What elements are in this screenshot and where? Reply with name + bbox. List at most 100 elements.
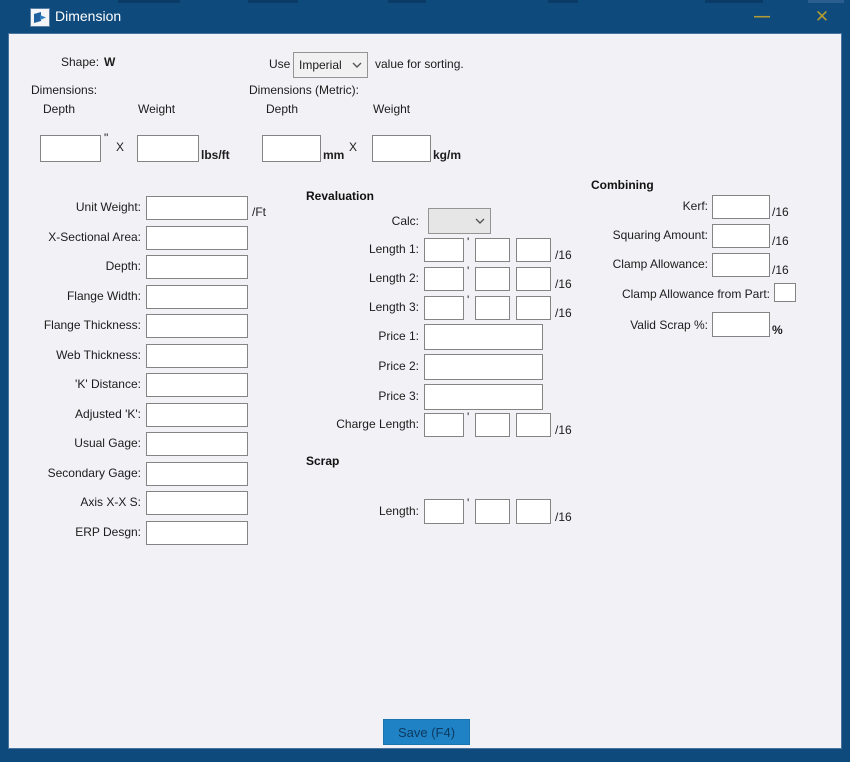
scrap-length-sixteenths-input[interactable]	[516, 499, 551, 524]
background-window-artifact	[118, 0, 180, 3]
dimensions-metric-label: Dimensions (Metric):	[249, 83, 360, 97]
imperial-depth-header: Depth	[43, 102, 76, 116]
metric-depth-header: Depth	[266, 102, 299, 116]
window-title: Dimension	[55, 8, 122, 24]
shape-value: W	[104, 55, 116, 69]
sorting-suffix-label: value for sorting.	[375, 57, 464, 71]
length3-label: Length 3:	[368, 300, 419, 314]
shape-label: Shape:	[61, 55, 100, 69]
length1-label: Length 1:	[368, 242, 419, 256]
length2-feet-input[interactable]	[424, 267, 464, 291]
length2-inches-input[interactable]	[475, 267, 510, 291]
k-distance-input[interactable]	[146, 373, 248, 397]
feet-mark: '	[467, 496, 470, 510]
dialog-content: Shape: W Use Imperial value for sorting.…	[8, 33, 842, 749]
charge-length-sixteenths-input[interactable]	[516, 413, 551, 437]
save-button[interactable]: Save (F4)	[383, 719, 470, 745]
sixteenth-suffix: /16	[555, 423, 572, 437]
calc-label: Calc:	[391, 214, 419, 228]
scrap-section-title: Scrap	[306, 454, 340, 468]
price1-label: Price 1:	[378, 329, 419, 343]
secondary-gage-input[interactable]	[146, 462, 248, 486]
x-sectional-area-input[interactable]	[146, 226, 248, 250]
sixteenth-suffix: /16	[555, 248, 572, 262]
sixteenth-suffix: /16	[555, 306, 572, 320]
scrap-length-feet-input[interactable]	[424, 499, 464, 524]
x-separator-metric: X	[349, 140, 358, 154]
calc-dropdown[interactable]	[428, 208, 491, 234]
price3-label: Price 3:	[378, 389, 419, 403]
squaring-amount-label: Squaring Amount:	[612, 228, 708, 242]
sixteenth-suffix: /16	[772, 263, 789, 277]
x-separator-imperial: X	[116, 140, 125, 154]
flange-thickness-input[interactable]	[146, 314, 248, 338]
clamp-allowance-label: Clamp Allowance:	[612, 257, 708, 271]
sixteenth-suffix: /16	[772, 205, 789, 219]
length2-sixteenths-input[interactable]	[516, 267, 551, 291]
depth-input[interactable]	[146, 255, 248, 279]
web-thickness-label: Web Thickness:	[56, 348, 141, 362]
charge-length-label: Charge Length:	[336, 417, 419, 431]
window-titlebar: Dimension — ✕	[0, 0, 850, 33]
flange-width-label: Flange Width:	[66, 289, 141, 303]
unit-weight-input[interactable]	[146, 196, 248, 220]
revaluation-section-title: Revaluation	[306, 189, 375, 203]
dimensions-label: Dimensions:	[31, 83, 98, 97]
metric-depth-input[interactable]	[262, 135, 321, 162]
feet-mark: '	[467, 293, 470, 307]
minimize-button[interactable]: —	[754, 8, 770, 25]
price2-input[interactable]	[424, 354, 543, 380]
app-icon-glyph	[34, 12, 46, 23]
price3-input[interactable]	[424, 384, 543, 410]
metric-weight-input[interactable]	[372, 135, 431, 162]
length1-feet-input[interactable]	[424, 238, 464, 262]
lbs-unit-label: lbs/ft	[201, 148, 230, 162]
price1-input[interactable]	[424, 324, 543, 350]
metric-weight-header: Weight	[373, 102, 411, 116]
sixteenth-suffix: /16	[555, 510, 572, 524]
length1-sixteenths-input[interactable]	[516, 238, 551, 262]
charge-length-inches-input[interactable]	[475, 413, 510, 437]
imperial-weight-input[interactable]	[137, 135, 199, 162]
sorting-units-value: Imperial	[299, 58, 342, 72]
sorting-units-dropdown[interactable]: Imperial	[293, 52, 368, 78]
mm-unit-label: mm	[323, 148, 345, 162]
usual-gage-label: Usual Gage:	[74, 436, 141, 450]
clamp-allowance-input[interactable]	[712, 253, 770, 277]
imperial-depth-input[interactable]	[40, 135, 101, 162]
charge-length-feet-input[interactable]	[424, 413, 464, 437]
squaring-amount-input[interactable]	[712, 224, 770, 248]
background-window-artifact	[388, 0, 426, 3]
length1-inches-input[interactable]	[475, 238, 510, 262]
usual-gage-input[interactable]	[146, 432, 248, 456]
combining-section-title: Combining	[591, 178, 654, 192]
kerf-input[interactable]	[712, 195, 770, 219]
length3-sixteenths-input[interactable]	[516, 296, 551, 320]
clamp-from-part-label: Clamp Allowance from Part:	[621, 287, 770, 301]
percent-suffix: %	[772, 323, 783, 337]
erp-desgn-input[interactable]	[146, 521, 248, 545]
feet-mark: '	[467, 410, 470, 424]
scrap-length-label: Length:	[378, 504, 419, 518]
chevron-down-icon	[475, 218, 485, 224]
k-distance-label: 'K' Distance:	[75, 377, 141, 391]
background-window-artifact	[705, 0, 763, 3]
adjusted-k-label: Adjusted 'K':	[75, 407, 141, 421]
flange-width-input[interactable]	[146, 285, 248, 309]
clamp-allowance-from-part-checkbox[interactable]	[774, 283, 796, 302]
close-button[interactable]: ✕	[814, 7, 830, 26]
length3-feet-input[interactable]	[424, 296, 464, 320]
secondary-gage-label: Secondary Gage:	[47, 466, 141, 480]
sixteenth-suffix: /16	[772, 234, 789, 248]
per-ft-suffix: /Ft	[252, 205, 266, 219]
valid-scrap-input[interactable]	[712, 312, 770, 337]
depth-label: Depth:	[105, 259, 141, 273]
flange-thickness-label: Flange Thickness:	[43, 318, 141, 332]
axis-xx-s-label: Axis X-X S:	[80, 495, 141, 509]
length2-label: Length 2:	[368, 271, 419, 285]
axis-xx-s-input[interactable]	[146, 491, 248, 515]
length3-inches-input[interactable]	[475, 296, 510, 320]
scrap-length-inches-input[interactable]	[475, 499, 510, 524]
adjusted-k-input[interactable]	[146, 403, 248, 427]
web-thickness-input[interactable]	[146, 344, 248, 368]
